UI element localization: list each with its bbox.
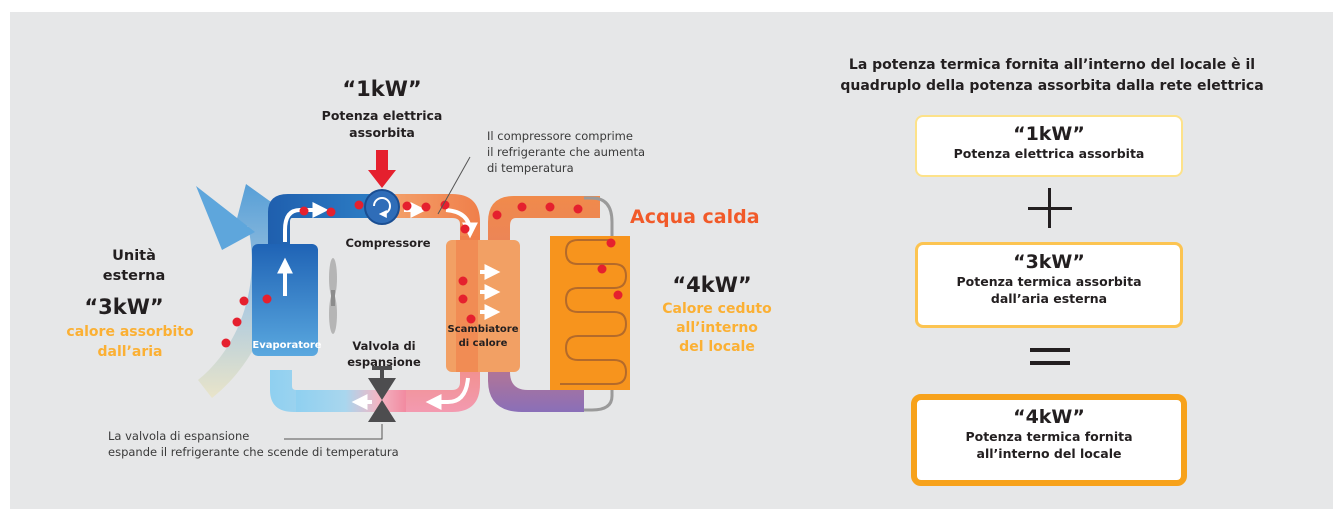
expansion-valve-note-2: espande il refrigerante che scende di te…	[108, 445, 399, 459]
outdoor-power-value: “3kW”	[84, 295, 163, 319]
heat-exchanger-label: Scambiatore	[448, 324, 519, 335]
outdoor-unit-label-2: esterna	[103, 268, 166, 284]
compressor-note-3: di temperatura	[487, 161, 574, 175]
top-power-caption-2: assorbita	[349, 125, 415, 140]
outdoor-power-caption: calore assorbito	[66, 324, 194, 340]
suction-pipe	[268, 194, 372, 250]
summary-heading-line-2: quadruplo della potenza assorbita dalla …	[840, 78, 1264, 94]
liquid-pipe-return	[296, 390, 406, 412]
total-power-caption: Potenza termica fornita	[965, 429, 1133, 444]
outdoor-unit-label: Unità	[112, 248, 156, 264]
electric-power-box: “1kW” Potenza elettrica assorbita	[915, 115, 1183, 177]
electric-power-caption: Potenza elettrica assorbita	[953, 146, 1145, 161]
water-return-pipe	[584, 196, 614, 236]
electric-power-value: “1kW”	[1013, 123, 1085, 145]
compressor-note-leader	[437, 156, 471, 215]
plus-sign	[1028, 188, 1072, 228]
evaporator	[252, 244, 318, 356]
total-power-caption-2: all’interno del locale	[976, 446, 1122, 461]
outdoor-power-box-caption-2: dall’aria esterna	[990, 291, 1108, 306]
hot-water-label: Acqua calda	[630, 206, 760, 228]
valve-note-leader	[284, 424, 383, 440]
outdoor-air-arrow	[198, 184, 285, 398]
expansion-valve-label-2: espansione	[347, 355, 421, 369]
refrigerant-dots	[221, 200, 623, 348]
outdoor-power-box: “3kW” Potenza termica assorbita dall’ari…	[915, 242, 1183, 328]
compressor-note: Il compressore comprime	[487, 129, 633, 143]
fan-icon	[329, 258, 337, 334]
expansion-valve-icon	[368, 366, 396, 422]
indoor-power-caption: Calore ceduto	[662, 301, 772, 317]
summary-heading-line-1: La potenza termica fornita all’interno d…	[848, 57, 1256, 73]
outdoor-air-arrow-head	[196, 186, 255, 250]
indoor-power-value: “4kW”	[672, 273, 751, 297]
outdoor-power-box-value: “3kW”	[1013, 251, 1085, 273]
water-return-pipe-lower	[584, 380, 614, 412]
compressor-note-2: il refrigerante che aumenta	[487, 145, 645, 159]
expansion-valve-label: Valvola di	[352, 339, 415, 353]
top-power-caption: Potenza elettrica	[322, 108, 443, 123]
indoor-power-caption-3: del locale	[679, 339, 755, 355]
heat-exchanger-label-2: di calore	[459, 338, 508, 349]
indoor-power-caption-2: all’interno	[676, 320, 758, 336]
total-power-value: “4kW”	[1013, 406, 1085, 428]
compressor-icon	[364, 189, 400, 225]
summary-heading: La potenza termica fornita all’interno d…	[772, 55, 1332, 97]
outdoor-power-box-caption: Potenza termica assorbita	[956, 274, 1142, 289]
electric-input-arrow	[368, 150, 396, 188]
evaporator-label: Evaporatore	[252, 340, 321, 351]
compressor-label: Compressore	[345, 236, 430, 250]
outdoor-power-caption-2: dall’aria	[98, 344, 163, 360]
expansion-valve-note: La valvola di espansione	[108, 429, 249, 443]
radiant-coil	[560, 239, 628, 385]
equals-sign	[1030, 347, 1070, 367]
heat-exchanger-core	[456, 240, 478, 372]
total-power-box: “4kW” Potenza termica fornita all’intern…	[911, 394, 1187, 486]
top-power-value: “1kW”	[342, 77, 421, 101]
